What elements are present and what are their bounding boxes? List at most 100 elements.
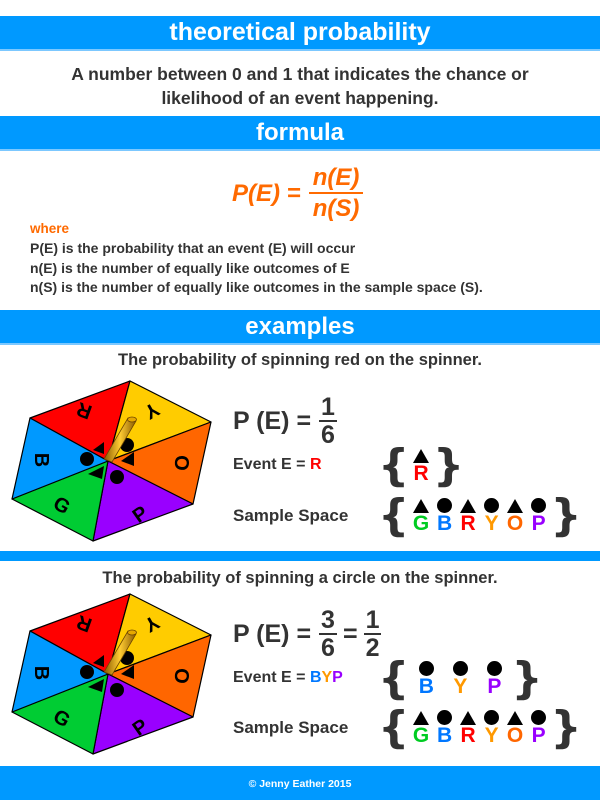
set-item: B [409,660,443,698]
spinner-2: R Y O P G B [11,593,212,755]
set-letter: R [460,512,476,535]
example-1-event: Event E = R [233,456,322,474]
set-letter: Y [484,724,499,747]
example-2-event: Event E = BYP [233,669,343,687]
formula-denominator: n(S) [312,195,360,222]
set-item: P [477,660,511,698]
set-letter: G [412,512,430,535]
spinner-label-b: B [30,666,52,680]
divider [0,149,600,151]
fraction-denominator: 6 [321,634,335,662]
open-brace: { [378,653,410,704]
set-item: Y [443,660,477,698]
close-brace: } [550,490,582,541]
definition-ne: n(E) is the number of equally like outco… [30,259,350,276]
formula-definitions: P(E) is the probability that an event (E… [30,239,483,298]
example-1-sample-space-label: Sample Space [233,506,349,525]
triangle-icon [413,449,430,463]
set-item: B [433,709,457,747]
example-2-sample-space: { G B R Y O P } [378,706,582,750]
open-brace: { [378,490,410,541]
examples-heading: examples [245,313,355,340]
set-item: Y [480,497,504,535]
triangle-icon [88,679,104,692]
circle-icon [437,710,453,725]
set-letter: B [436,724,453,747]
circle-icon [452,661,468,676]
definition-pe: P(E) is the probability that an event (E… [30,240,356,256]
spinner-1: R Y O P G B [11,380,212,542]
set-letter: P [531,512,546,535]
triangle-icon [507,499,524,513]
spinner-segment-blue [11,630,109,713]
formula-lhs: P(E) = [232,180,301,207]
triangle-icon [93,655,104,667]
set-item: G [409,709,433,747]
pe-label: P (E) = [233,619,312,648]
triangle-icon [121,665,134,679]
set-item: R [456,709,480,747]
pe-label: P (E) = [233,406,312,435]
event-value: R [309,456,322,473]
example-divider-band [0,551,600,561]
definition-line-1: A number between 0 and 1 that indicates … [71,64,529,84]
example-1-sample-space: { G B R Y O P } [378,494,582,538]
divider [0,49,600,51]
set-item: G [409,497,433,535]
triangle-icon [121,452,134,466]
equals-sign: = [342,619,358,648]
definition: A number between 0 and 1 that indicates … [0,62,600,110]
fraction-bar [363,633,382,635]
circle-icon [110,470,124,484]
spinner-label-o: O [169,454,192,471]
page-title: theoretical probability [169,18,431,46]
set-item: P [527,709,551,747]
triangle-icon [413,499,430,513]
fraction-denominator: 6 [321,421,335,449]
fraction-numerator: 3 [321,606,335,634]
example-2-title: The probability of spinning a circle on … [102,569,498,587]
close-brace: } [511,653,543,704]
definition-ns: n(S) is the number of equally like outco… [30,279,483,295]
example-2-event-set: { B Y P } [378,657,543,701]
circle-icon [80,452,94,466]
formula-heading: formula [255,119,344,146]
circle-icon [418,661,434,676]
set-item: R [409,447,433,485]
event-value-letter: B [309,669,322,686]
circle-icon [110,683,124,697]
set-letter: O [506,724,524,747]
set-item: Y [480,709,504,747]
example-1-probability: P (E) = 1 6 [233,394,337,448]
set-letter: Y [484,512,499,535]
open-brace: { [378,702,410,753]
probability-formula: P(E) = n(E) n(S) [232,164,364,224]
close-brace: } [432,440,465,491]
open-brace: { [378,440,410,491]
set-item: B [433,497,457,535]
fraction-numerator: 1 [365,606,380,634]
probability-fraction: 3 6 [319,607,337,661]
set-letter: R [460,724,476,747]
divider [0,343,600,345]
circle-icon [531,710,547,725]
event-value-letter: P [332,669,343,686]
footer-band: © Jenny Eather 2015 [0,766,600,800]
set-letter: B [436,512,453,535]
example-2-sample-space-label: Sample Space [233,718,349,737]
event-label: Event E = [233,669,306,686]
circle-icon [484,498,500,513]
fraction-denominator: 2 [365,634,380,662]
where-label: where [30,221,70,236]
example-2-probability: P (E) = 3 6 = 1 2 [233,606,382,662]
circle-icon [80,665,94,679]
example-1-event-set: { R } [378,444,464,488]
set-item: P [527,497,551,535]
triangle-icon [93,442,104,454]
copyright-text: © Jenny Eather 2015 [248,778,352,790]
triangle-icon [413,711,430,725]
set-letter: B [418,675,434,698]
triangle-icon [460,711,477,725]
set-letter: O [506,512,524,535]
fraction-numerator: 1 [321,393,335,421]
